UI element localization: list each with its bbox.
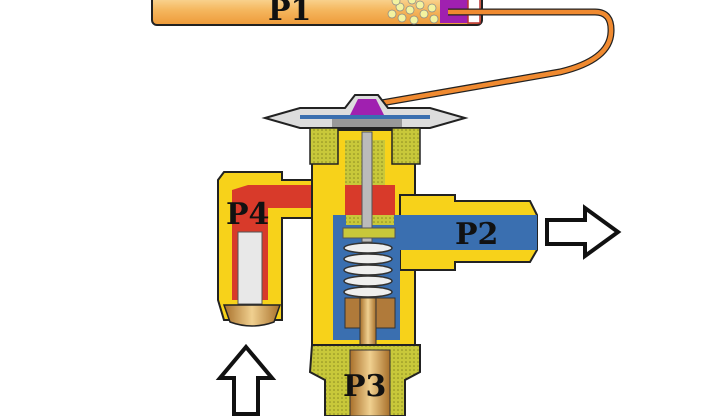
sensing-bulb <box>151 0 483 26</box>
diaphragm-head <box>261 94 469 129</box>
spring <box>343 242 393 298</box>
bulb-charge-granules <box>387 0 439 25</box>
outlet-flow-arrow-icon <box>545 204 622 260</box>
label-p3: P3 <box>343 369 386 404</box>
inlet-flow-arrow-icon <box>215 343 277 416</box>
valve-body <box>308 127 538 416</box>
label-p2: P2 <box>455 217 498 252</box>
inlet-elbow <box>217 171 345 327</box>
label-p4: P4 <box>226 197 269 232</box>
label-p1: P1 <box>268 0 311 28</box>
